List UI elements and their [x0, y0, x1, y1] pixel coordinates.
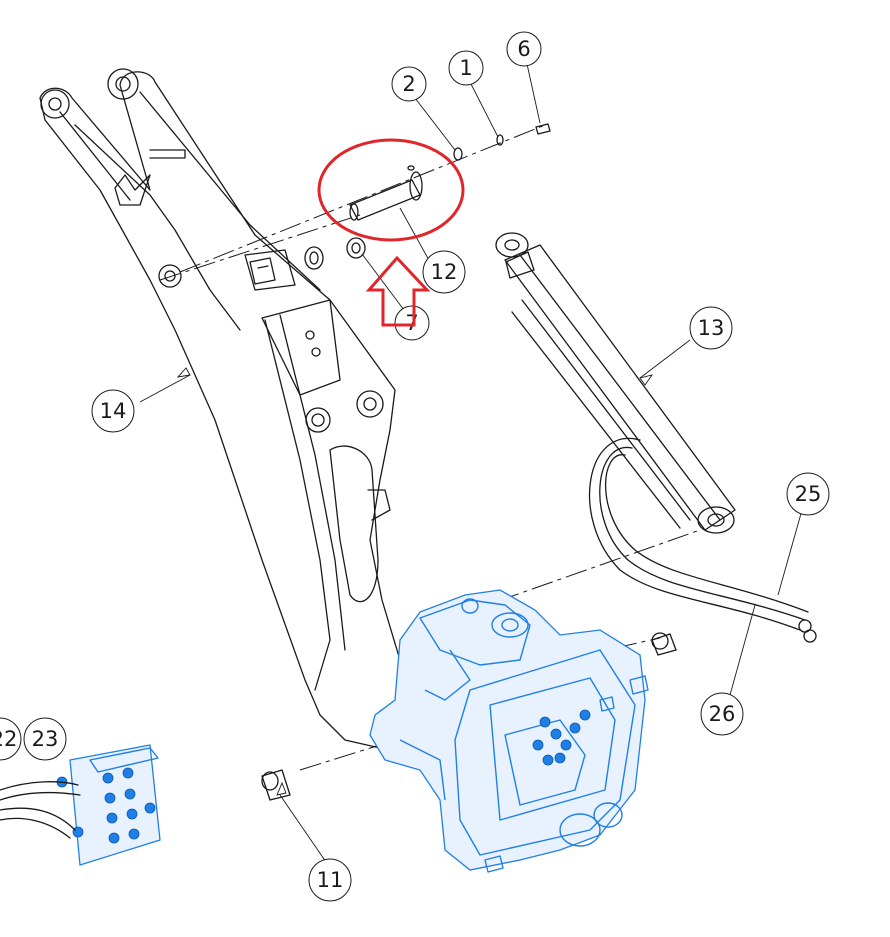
valve-block-left [0, 744, 161, 866]
quick-attach-mount-highlighted [369, 589, 649, 873]
balloon-14: 14 [91, 389, 135, 433]
balloon-26-label: 26 [709, 702, 736, 726]
balloon-11-label: 11 [317, 868, 344, 892]
balloon-1: 1 [448, 50, 484, 86]
balloon-22: 22 [0, 717, 22, 761]
balloon-2-label: 2 [402, 72, 415, 96]
balloon-6: 6 [506, 31, 542, 67]
balloon-26: 26 [700, 692, 744, 736]
balloon-7-label: 7 [405, 311, 418, 335]
balloon-25-label: 25 [795, 482, 822, 506]
boom-arm [39, 68, 411, 749]
balloon-14-label: 14 [100, 399, 127, 423]
balloon-23: 23 [23, 717, 67, 761]
bushings [261, 632, 677, 801]
balloon-23-label: 23 [32, 727, 59, 751]
highlight-arrow-up [365, 255, 431, 327]
balloon-12: 12 [422, 250, 466, 294]
balloon-2: 2 [391, 66, 427, 102]
balloon-11: 11 [308, 858, 352, 902]
balloon-7: 7 [394, 305, 430, 341]
balloon-6-label: 6 [517, 37, 530, 61]
leader-lines [139, 63, 803, 863]
balloon-13-label: 13 [698, 316, 725, 340]
balloon-12-label: 12 [431, 260, 458, 284]
balloon-13: 13 [689, 306, 733, 350]
red-callout [317, 138, 465, 327]
balloon-25: 25 [786, 472, 830, 516]
highlight-ellipse [317, 138, 465, 242]
pin-assembly [304, 123, 551, 270]
hydraulic-cylinder [495, 232, 817, 643]
balloon-22-label: 22 [0, 727, 17, 751]
balloon-1-label: 1 [459, 56, 472, 80]
